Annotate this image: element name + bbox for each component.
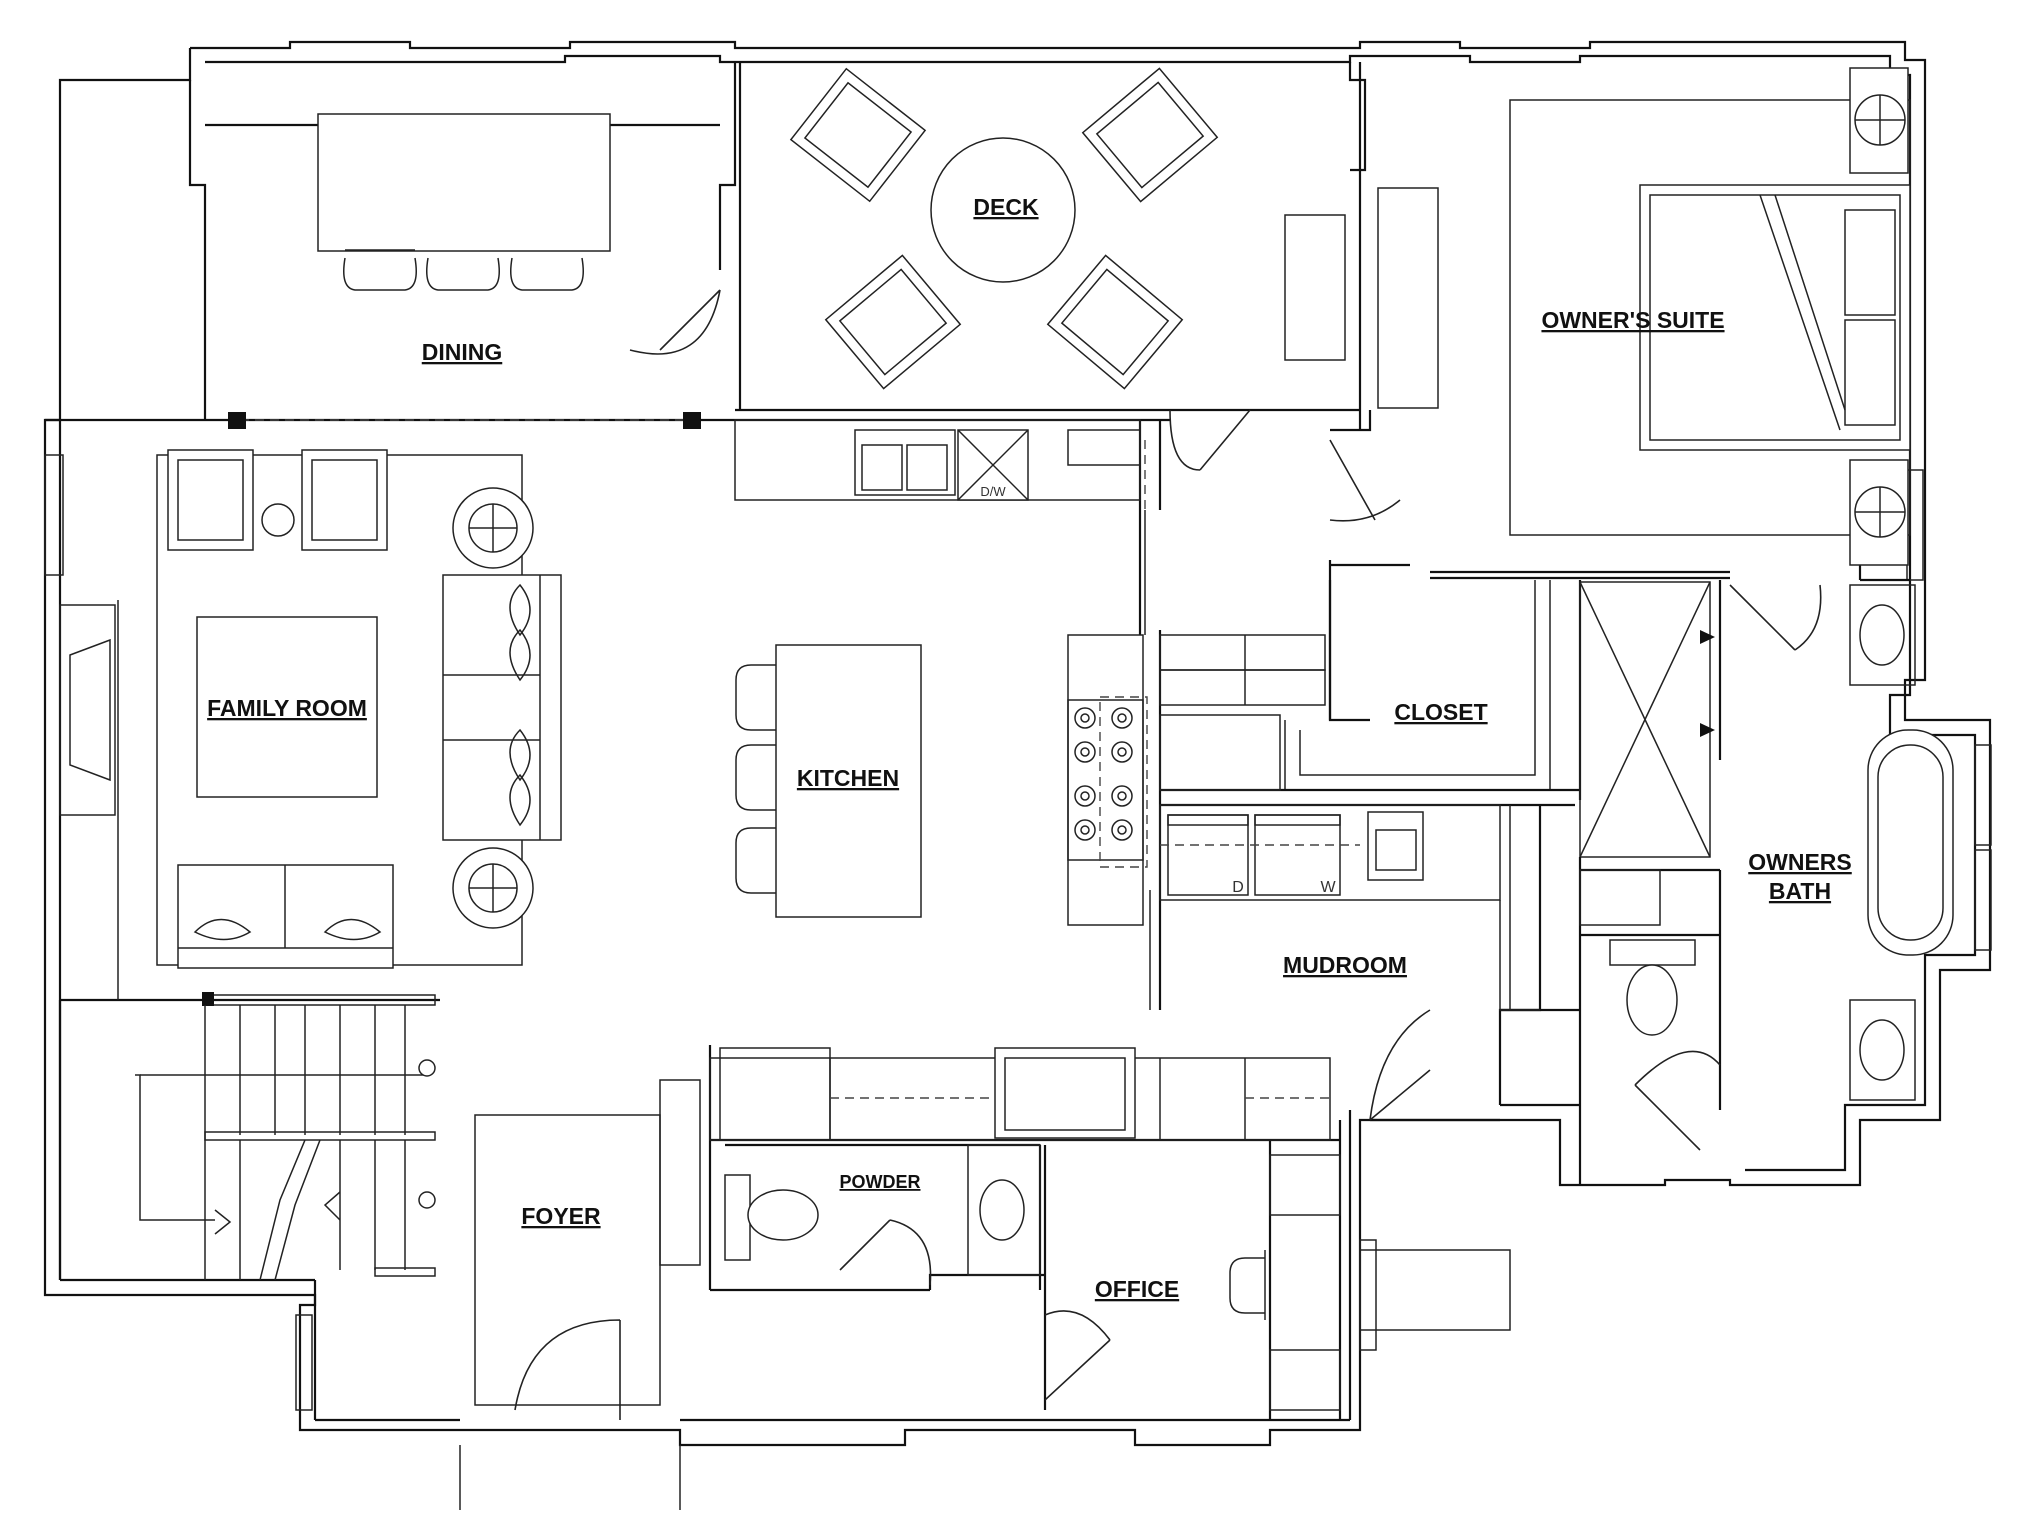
- kitchen-sink: [854, 429, 956, 496]
- sofa: [442, 574, 562, 841]
- mudroom-sink: [1367, 811, 1424, 881]
- room-label-dining: DINING: [422, 339, 503, 365]
- room-label-owners-bath-2: BATH: [1769, 878, 1831, 904]
- kitchen-fixtures: D/W: [734, 419, 1326, 1010]
- dining-table: [317, 113, 611, 252]
- room-label-deck: DECK: [973, 194, 1039, 220]
- room-label-mudroom: MUDROOM: [1283, 952, 1407, 978]
- room-label-foyer: FOYER: [521, 1203, 601, 1229]
- powder-sink: [979, 1179, 1025, 1241]
- dryer: [1167, 814, 1249, 896]
- kitchen-island: [775, 644, 922, 918]
- mudroom-fixtures: D W: [709, 804, 1540, 1141]
- exterior-walls: [43, 40, 1992, 1510]
- room-label-office: OFFICE: [1095, 1276, 1179, 1302]
- bath-toilet: [1626, 964, 1678, 1036]
- deck-table: [930, 137, 1076, 283]
- dining-furniture: [317, 113, 611, 291]
- dishwasher-label: D/W: [980, 484, 1006, 499]
- room-labels: DINING DECK OWNER'S SUITE FAMILY ROOM KI…: [207, 194, 1852, 1302]
- owners-bath-fixtures: [1609, 584, 1954, 1101]
- washer-label: W: [1320, 879, 1336, 896]
- doors: [514, 289, 1822, 1420]
- fireplace: [59, 600, 119, 1000]
- room-label-family-room: FAMILY ROOM: [207, 695, 367, 721]
- front-door: [514, 1319, 621, 1420]
- washer: [1254, 814, 1341, 896]
- bathtub: [1867, 729, 1954, 956]
- deck-furniture: [789, 67, 1439, 409]
- room-label-kitchen: KITCHEN: [797, 765, 899, 791]
- room-label-owners-bath-1: OWNERS: [1748, 849, 1852, 875]
- owners-suite-furniture: [1509, 67, 1911, 566]
- dryer-label: D: [1232, 879, 1244, 896]
- bed: [1639, 184, 1911, 451]
- family-room-furniture: [156, 449, 562, 969]
- room-label-closet: CLOSET: [1394, 699, 1487, 725]
- room-label-powder: POWDER: [840, 1172, 921, 1192]
- powder-office-fixtures: [724, 1144, 1511, 1411]
- powder-toilet: [747, 1189, 819, 1241]
- room-label-owners-suite: OWNER'S SUITE: [1541, 307, 1724, 333]
- coffee-table: [196, 616, 378, 798]
- pantry-door: [1169, 409, 1251, 471]
- bath-toilet-tank: [1609, 939, 1696, 966]
- stairs: [135, 992, 436, 1281]
